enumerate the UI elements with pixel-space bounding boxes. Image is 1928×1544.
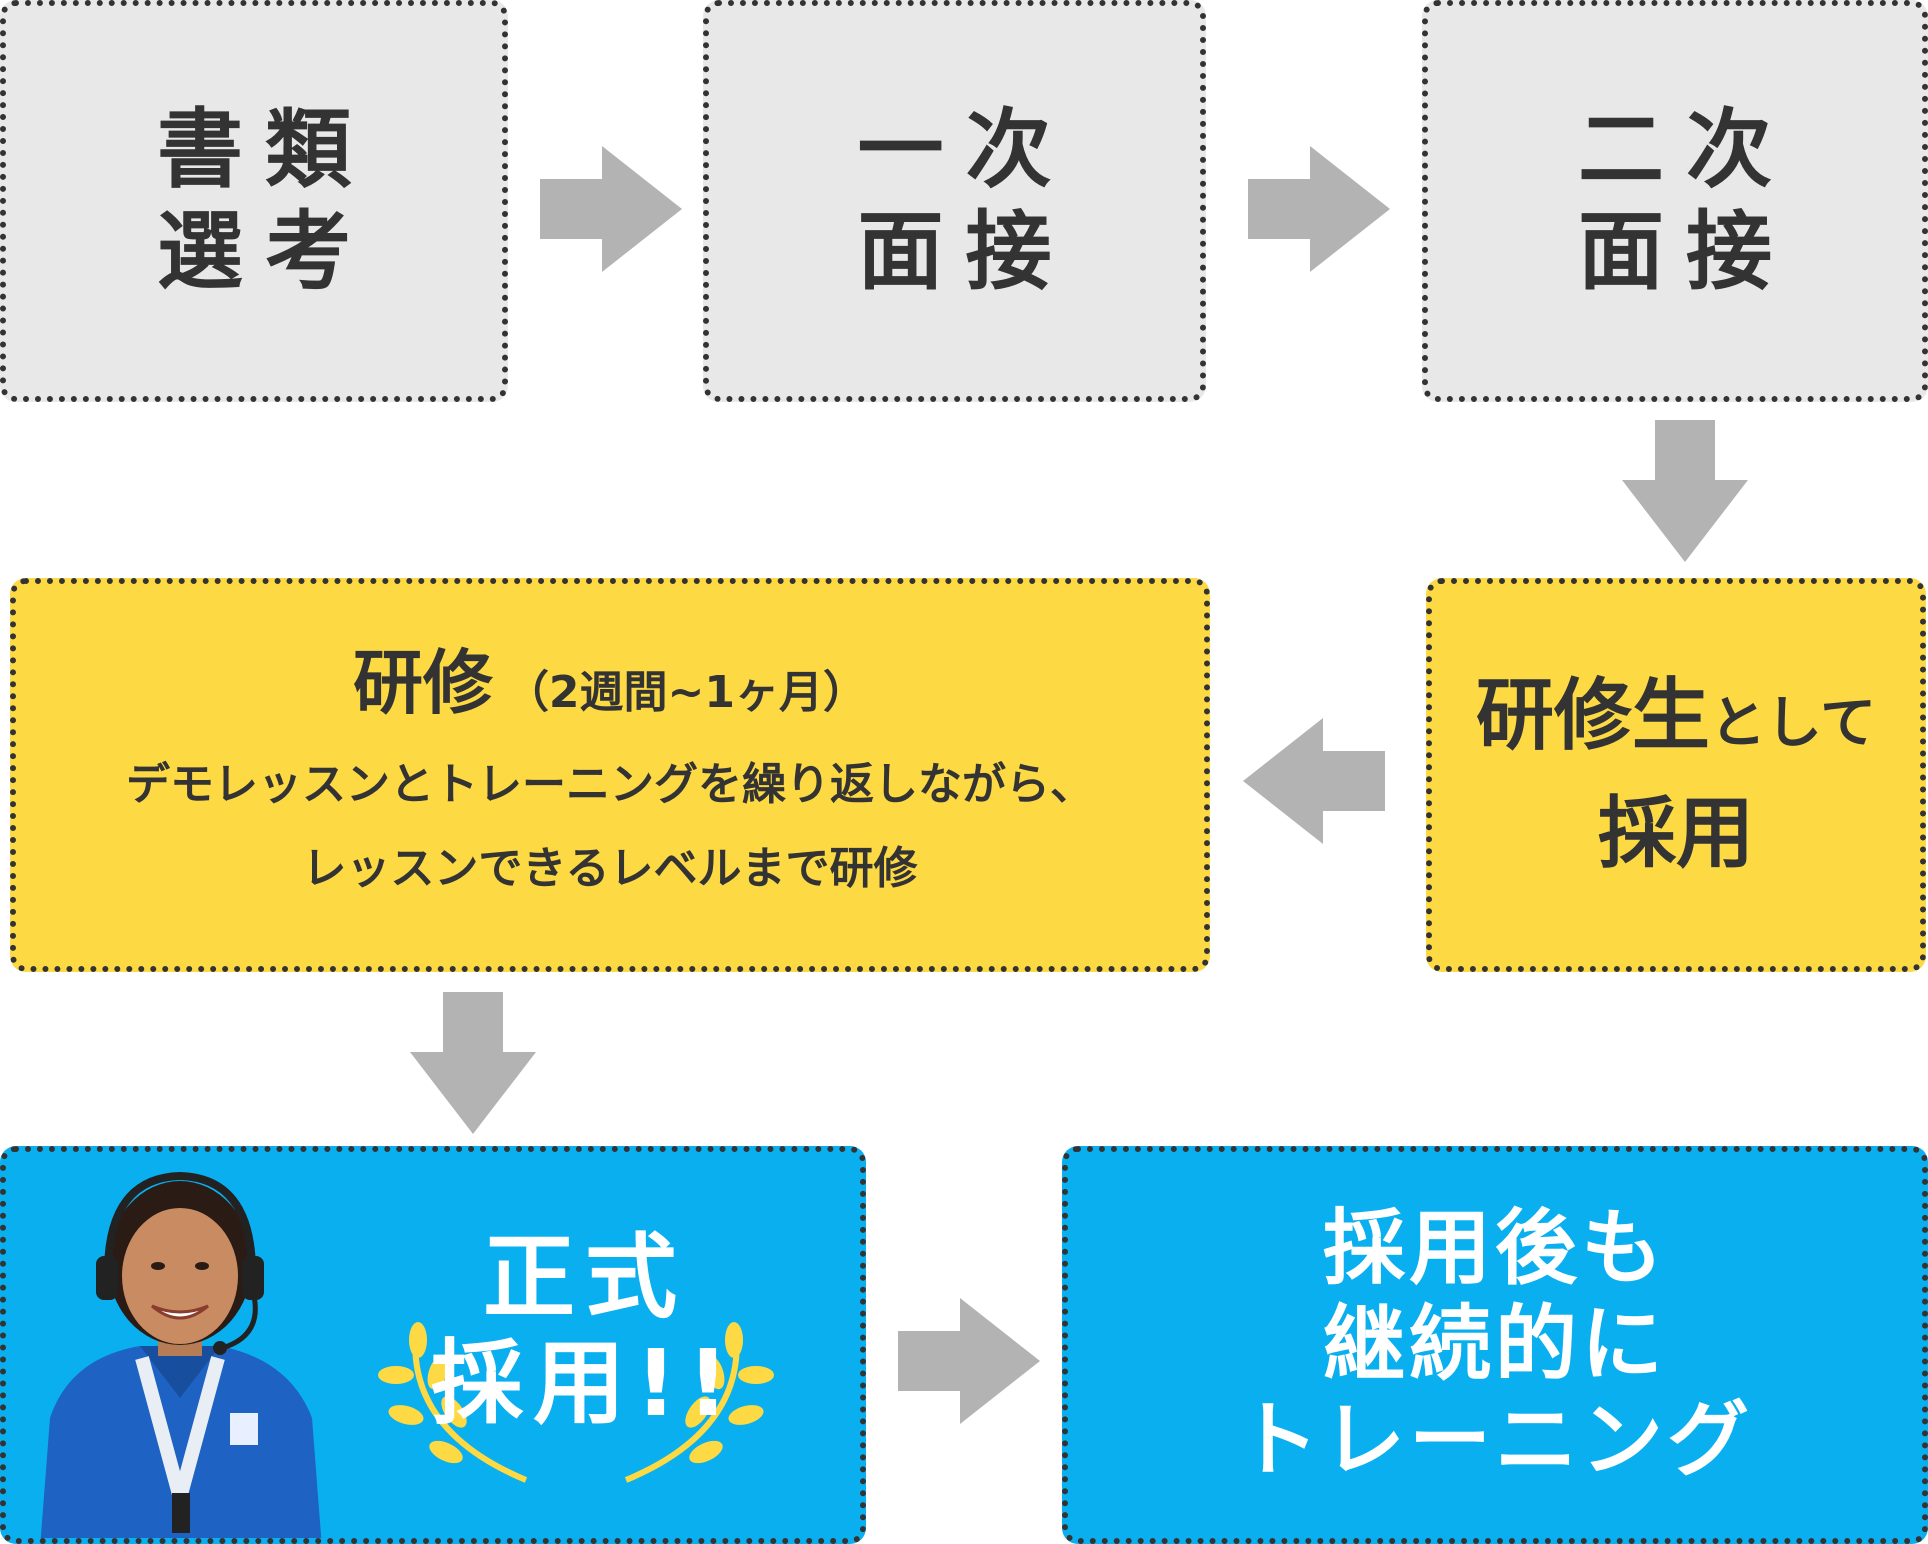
continuous-training-label: 採用後も 継続的に トレーニング	[1236, 1201, 1753, 1488]
trainee-label-line1: 研修生として	[1475, 671, 1877, 761]
step-first-interview-label: 一次 面接	[857, 100, 1074, 302]
step-official-hire	[0, 1146, 866, 1544]
person-photo	[40, 1171, 322, 1538]
training-duration: （2週間~1ヶ月）	[504, 667, 868, 718]
step-first-interview: 一次 面接	[703, 0, 1206, 402]
step-training: 研修（2週間~1ヶ月） デモレッスンとトレーニングを繰り返しながら、 レッスンで…	[10, 578, 1210, 972]
arrow-right-icon	[540, 146, 682, 272]
laurel-wreath-icon	[378, 1322, 774, 1483]
step-continuous-training: 採用後も 継続的に トレーニング	[1062, 1146, 1928, 1544]
step-document-screening: 書類 選考	[0, 0, 508, 402]
trainee-label-line2: 採用	[1597, 789, 1754, 879]
training-title: 研修（2週間~1ヶ月）	[352, 642, 868, 724]
step-document-screening-label: 書類 選考	[157, 100, 373, 302]
step-second-interview: 二次 面接	[1422, 0, 1928, 402]
arrow-right-icon	[898, 1298, 1040, 1424]
step-second-interview-label: 二次 面接	[1578, 100, 1794, 302]
step-hired-as-trainee: 研修生として 採用	[1426, 578, 1926, 972]
official-hire-label: 正式 採用!!	[431, 1224, 739, 1437]
arrow-down-icon	[1622, 420, 1748, 562]
arrow-right-icon	[1248, 146, 1390, 272]
arrow-down-icon	[410, 992, 536, 1134]
training-description: デモレッスンとトレーニングを繰り返しながら、 レッスンできるレベルまで研修	[126, 759, 1094, 894]
arrow-left-icon	[1243, 718, 1385, 844]
